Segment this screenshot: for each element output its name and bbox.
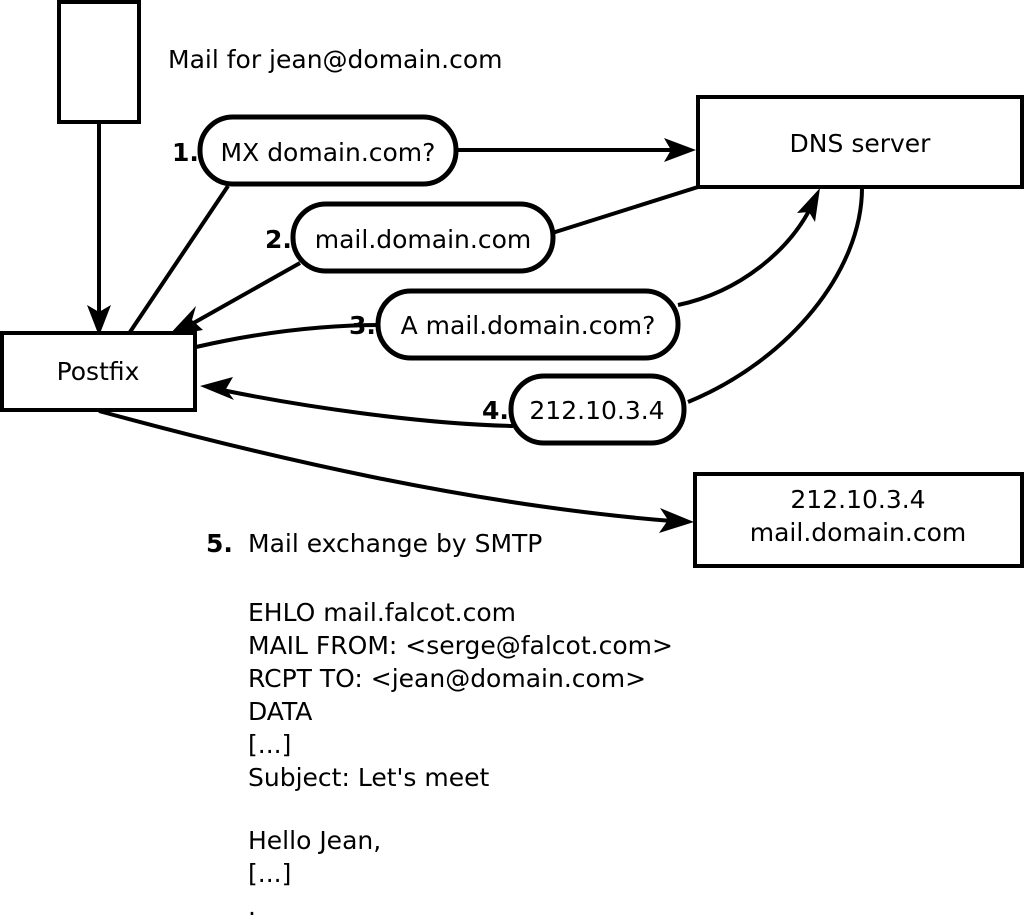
edge-client-to-postfix: [87, 122, 111, 336]
edge-postfix-to-step1: [128, 184, 230, 334]
node-mail-server[interactable]: 212.10.3.4 mail.domain.com: [693, 472, 1024, 568]
step-2-number: 2.: [265, 225, 292, 254]
edge-dns-to-step2: [529, 185, 699, 242]
edge-postfix-to-step3: [195, 323, 383, 349]
step-4-label: 212.10.3.4: [529, 396, 664, 425]
step-4[interactable]: 4. 212.10.3.4: [482, 373, 687, 446]
transcript-line-9: .: [248, 892, 256, 919]
step-5-number: 5.: [206, 529, 233, 558]
transcript-line-0: EHLO mail.falcot.com: [248, 598, 516, 627]
node-postfix-label: Postfix: [57, 357, 140, 386]
transcript-line-2: RCPT TO: <jean@domain.com>: [248, 664, 646, 693]
node-mail-server-ip: 212.10.3.4: [790, 485, 925, 514]
step-2-label: mail.domain.com: [315, 225, 531, 254]
edge-step2-to-postfix: [168, 261, 301, 336]
step-2[interactable]: 2. mail.domain.com: [265, 201, 556, 274]
transcript-line-1: MAIL FROM: <serge@falcot.com>: [248, 631, 673, 660]
step-3-number: 3.: [349, 311, 376, 340]
node-dns-server[interactable]: DNS server: [696, 95, 1024, 189]
step-3-label: A mail.domain.com?: [401, 311, 656, 340]
edge-step1-to-dns: [457, 138, 696, 162]
step-5-label: Mail exchange by SMTP: [248, 529, 542, 558]
edge-postfix-to-mailserver: [98, 409, 694, 533]
step-3[interactable]: 3. A mail.domain.com?: [349, 288, 681, 361]
node-postfix[interactable]: Postfix: [0, 331, 197, 412]
mail-for-caption: Mail for jean@domain.com: [168, 45, 503, 74]
step-5: 5. Mail exchange by SMTP: [206, 529, 542, 558]
transcript-line-8: [...]: [248, 859, 291, 888]
transcript-line-4: [...]: [248, 730, 291, 759]
node-mail-server-hostname: mail.domain.com: [750, 518, 966, 547]
node-client[interactable]: [57, 0, 141, 124]
transcript-line-3: DATA: [248, 697, 312, 726]
transcript-line-7: Hello Jean,: [248, 826, 381, 855]
edge-step3-to-dns: [677, 188, 820, 307]
step-1-label: MX domain.com?: [221, 138, 436, 167]
transcript-line-5: Subject: Let's meet: [248, 763, 489, 792]
node-dns-server-label: DNS server: [790, 129, 932, 158]
edge-step4-to-postfix: [200, 377, 514, 428]
step-4-number: 4.: [482, 396, 509, 425]
step-1[interactable]: 1. MX domain.com?: [172, 114, 459, 187]
edge-dns-to-step4: [687, 187, 864, 404]
smtp-transcript: EHLO mail.falcot.com MAIL FROM: <serge@f…: [248, 598, 673, 919]
step-1-number: 1.: [172, 138, 199, 167]
